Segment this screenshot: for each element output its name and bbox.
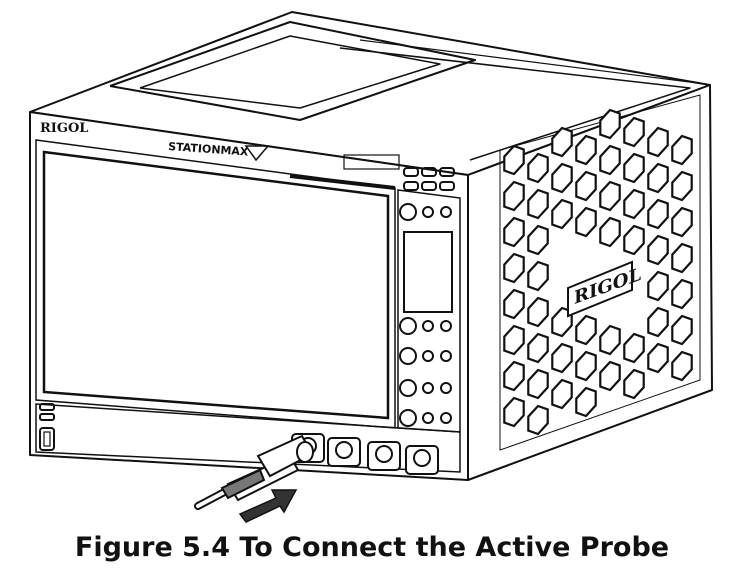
vent-hexagon	[623, 152, 645, 184]
vent-hexagon	[503, 288, 525, 320]
vent-hexagon	[575, 386, 597, 418]
vent-hexagon	[551, 162, 573, 194]
top-handle-rail	[109, 21, 476, 121]
vent-hexagon	[551, 342, 573, 374]
top-handle-inner	[139, 35, 441, 109]
small-button	[440, 412, 452, 424]
knob	[399, 317, 417, 335]
vent-hexagon	[527, 296, 549, 328]
push-arrow-icon	[238, 489, 298, 523]
small-button	[422, 382, 434, 394]
vent-hexagon	[575, 350, 597, 382]
vent-hexagon	[527, 332, 549, 364]
vent-hexagon	[599, 108, 621, 140]
bnc-connector	[413, 449, 431, 467]
bnc-connector	[335, 441, 353, 459]
vent-hexagon	[527, 260, 549, 292]
oscilloscope-illustration: RIGOL RIGOL STATIONMAX	[29, 11, 713, 523]
panel-small-display	[403, 231, 453, 313]
vent-hexagon	[623, 368, 645, 400]
vent-hexagon	[503, 360, 525, 392]
vent-hexagon	[503, 180, 525, 212]
vent-hexagon	[527, 368, 549, 400]
vent-hexagon	[527, 404, 549, 436]
vent-hexagon	[647, 306, 669, 338]
small-button	[440, 320, 452, 332]
vent-hexagon	[551, 378, 573, 410]
vent-hexagon	[671, 134, 693, 166]
knob	[399, 409, 417, 427]
small-button	[440, 382, 452, 394]
vent-hexagon	[647, 126, 669, 158]
vent-hexagon	[599, 144, 621, 176]
vent-hexagon	[647, 198, 669, 230]
vent-hexagon	[527, 224, 549, 256]
vent-hexagon	[503, 324, 525, 356]
vent-hexagon	[575, 170, 597, 202]
vent-hexagon	[623, 332, 645, 364]
small-button	[422, 206, 434, 218]
vent-hexagon	[527, 188, 549, 220]
vent-hexagon	[503, 396, 525, 428]
vent-hexagon	[503, 144, 525, 176]
vent-hexagon	[671, 170, 693, 202]
vent-hexagon	[575, 206, 597, 238]
control-knobs	[399, 203, 452, 427]
vent-hexagon	[647, 234, 669, 266]
vent-hexagon	[671, 206, 693, 238]
display-screen	[42, 150, 390, 420]
small-button	[422, 320, 434, 332]
vent-hexagon	[503, 252, 525, 284]
front-brand-text: RIGOL	[40, 121, 88, 136]
vent-hexagon	[599, 216, 621, 248]
small-button	[422, 412, 434, 424]
usb-port-icon	[39, 427, 55, 451]
vent-hexagon	[647, 270, 669, 302]
vent-hexagon	[599, 360, 621, 392]
model-name-text: STATIONMAX	[168, 140, 250, 159]
vent-hexagon	[575, 314, 597, 346]
small-button	[422, 350, 434, 362]
bnc-connector	[375, 445, 393, 463]
side-vent-grille	[499, 94, 701, 451]
vent-hexagon	[575, 134, 597, 166]
vent-hexagon	[647, 162, 669, 194]
knob	[399, 379, 417, 397]
vent-hexagon	[623, 188, 645, 220]
figure-caption: Figure 5.4 To Connect the Active Probe	[74, 532, 670, 563]
vent-hexagon	[647, 342, 669, 374]
vent-hexagon	[671, 314, 693, 346]
vent-hexagon	[551, 198, 573, 230]
vent-hexagon	[623, 224, 645, 256]
small-button	[440, 206, 452, 218]
knob	[399, 347, 417, 365]
vent-hexagon	[671, 278, 693, 310]
vent-hexagon	[527, 152, 549, 184]
small-button	[440, 350, 452, 362]
vent-hexagon	[599, 180, 621, 212]
probe-icon	[194, 434, 314, 510]
lower-front-panel	[35, 403, 461, 473]
vent-hexagon	[551, 126, 573, 158]
vent-hexagon	[599, 324, 621, 356]
vent-hexagons	[503, 108, 693, 436]
vent-hexagon	[623, 116, 645, 148]
vent-hexagon	[671, 242, 693, 274]
vent-hexagon	[503, 216, 525, 248]
knob	[399, 203, 417, 221]
vent-hexagon	[671, 350, 693, 382]
